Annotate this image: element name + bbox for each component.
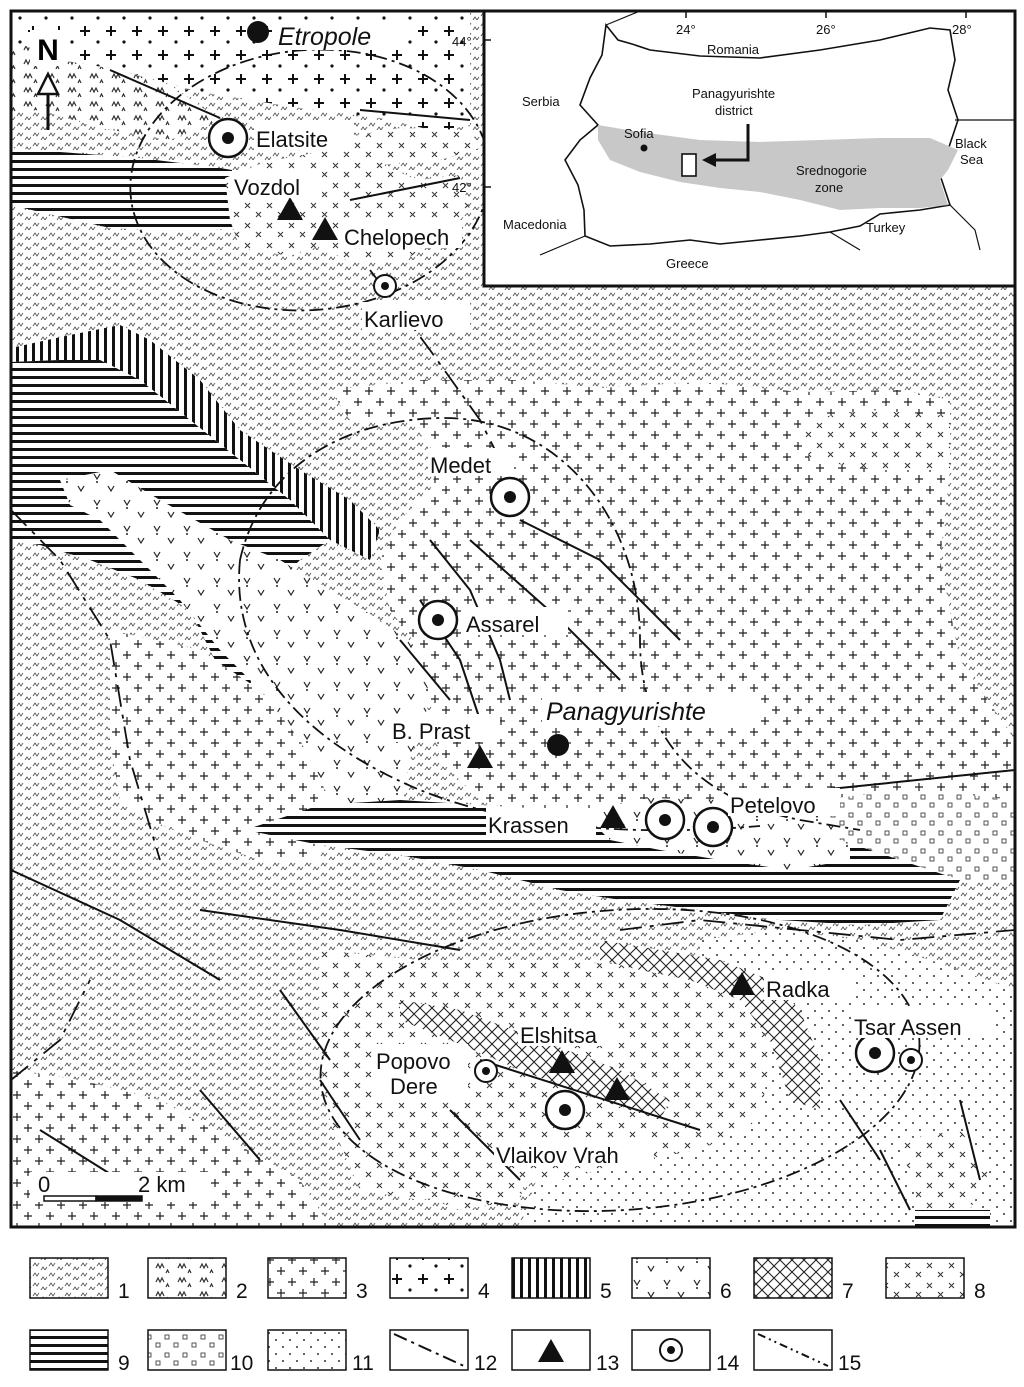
fault-lines bbox=[10, 69, 1016, 1211]
deposit-symbol-vlaikov-vrah bbox=[544, 1089, 586, 1131]
inset-serbia: Serbia bbox=[522, 94, 560, 109]
legend-label-8: 8 bbox=[974, 1280, 986, 1303]
inset-district-box bbox=[681, 153, 697, 177]
label-karlievo: Karlievo bbox=[364, 307, 443, 332]
label-vlaikov-vrah: Vlaikov Vrah bbox=[496, 1143, 619, 1168]
legend-label-10: 10 bbox=[230, 1352, 253, 1375]
unit-3-southwest bbox=[110, 630, 330, 860]
city-marker-etropole bbox=[247, 21, 269, 43]
inset-district-line2: district bbox=[715, 103, 753, 118]
inset-lon-24: 24° bbox=[676, 22, 696, 37]
legend-swatch-9 bbox=[29, 1329, 109, 1371]
legend-swatch-2 bbox=[147, 1257, 227, 1299]
legend-swatch-11 bbox=[267, 1329, 347, 1371]
legend: 1 2 3 4 5 6 7 8 9 10 11 12 13 14 15 bbox=[29, 1257, 986, 1375]
legend-swatch-8 bbox=[885, 1257, 965, 1299]
inset-district-line1: Panagyurishte bbox=[692, 86, 775, 101]
inset-macedonia: Macedonia bbox=[503, 217, 567, 232]
unit-8-north-strip bbox=[330, 128, 480, 165]
legend-label-15: 15 bbox=[838, 1352, 861, 1375]
unit-10-east bbox=[820, 790, 1015, 880]
legend-swatch-15 bbox=[753, 1329, 833, 1371]
inset-sofia-marker bbox=[640, 144, 648, 152]
legend-label-13: 13 bbox=[596, 1352, 619, 1375]
city-label-etropole: Etropole bbox=[278, 23, 371, 51]
unit-7-elshitsa-dike bbox=[400, 1000, 670, 1120]
legend-label-7: 7 bbox=[842, 1280, 854, 1303]
inset-lon-28: 28° bbox=[952, 22, 972, 37]
unit-6-volcanic-body bbox=[60, 470, 430, 830]
inset-black-sea-line2: Sea bbox=[960, 152, 984, 167]
north-arrow: N bbox=[30, 30, 66, 130]
city-marker-panagyurishte bbox=[547, 734, 569, 756]
deposit-symbol-petelovo-1 bbox=[644, 799, 686, 841]
legend-label-2: 2 bbox=[236, 1280, 248, 1303]
label-elatsite: Elatsite bbox=[256, 127, 328, 152]
legend-label-14: 14 bbox=[716, 1352, 740, 1375]
legend-swatch-4 bbox=[389, 1257, 469, 1299]
deposit-labels: Elatsite Vozdol Chelopech Karlievo Medet… bbox=[232, 122, 994, 1168]
label-radka: Radka bbox=[766, 977, 830, 1002]
inset-sofia: Sofia bbox=[624, 126, 654, 141]
legend-label-9: 9 bbox=[118, 1352, 130, 1375]
inset-srednogorie-line1: Srednogorie bbox=[796, 163, 867, 178]
legend-label-11: 11 bbox=[352, 1352, 374, 1375]
label-popovo-line1: Popovo bbox=[376, 1049, 451, 1074]
deposit-symbol-assarel bbox=[417, 599, 459, 641]
inset-greece: Greece bbox=[666, 256, 709, 271]
label-vozdol: Vozdol bbox=[234, 175, 300, 200]
scale-bar-start: 0 bbox=[38, 1172, 50, 1197]
label-elshitsa: Elshitsa bbox=[520, 1023, 598, 1048]
inset-turkey: Turkey bbox=[866, 220, 906, 235]
label-chelopech: Chelopech bbox=[344, 225, 449, 250]
inset-black-sea-line1: Black bbox=[955, 136, 987, 151]
legend-label-12: 12 bbox=[474, 1352, 497, 1375]
scale-bar-end: 2 km bbox=[138, 1172, 186, 1197]
label-medet: Medet bbox=[430, 453, 491, 478]
inset-map: 24° 26° 28° 44° 42° Romania Serbia Sofia… bbox=[452, 9, 1017, 288]
legend-swatch-7 bbox=[753, 1257, 833, 1299]
legend-swatch-6 bbox=[631, 1257, 711, 1299]
inset-srednogorie-line2: zone bbox=[815, 180, 843, 195]
label-krassen: Krassen bbox=[488, 813, 569, 838]
legend-swatch-1 bbox=[29, 1257, 109, 1299]
inset-romania: Romania bbox=[707, 42, 760, 57]
unit-5-band bbox=[11, 325, 380, 560]
deposit-symbol-petelovo-2 bbox=[692, 806, 734, 848]
legend-label-4: 4 bbox=[478, 1280, 490, 1303]
city-label-panagyurishte: Panagyurishte bbox=[546, 698, 706, 726]
unit-8-southeast bbox=[900, 1130, 990, 1212]
deposit-symbol-tsar-assen-small bbox=[899, 1048, 923, 1072]
inset-lat-44: 44° bbox=[452, 34, 472, 49]
unit-9-vozdol-band bbox=[11, 148, 300, 232]
inset-lat-42: 42° bbox=[452, 180, 472, 195]
legend-label-1: 1 bbox=[118, 1280, 130, 1303]
deposit-symbol-elatsite bbox=[207, 117, 249, 159]
label-popovo-line2: Dere bbox=[390, 1074, 438, 1099]
legend-label-5: 5 bbox=[600, 1280, 612, 1303]
north-label: N bbox=[37, 34, 59, 67]
label-b-prast: B. Prast bbox=[392, 719, 470, 744]
scale-bar: 0 2 km bbox=[30, 1172, 210, 1202]
label-tsar-assen: Tsar Assen bbox=[854, 1015, 962, 1040]
legend-swatch-5 bbox=[511, 1257, 591, 1299]
deposit-symbol-medet bbox=[489, 476, 531, 518]
legend-swatch-10 bbox=[147, 1329, 227, 1371]
unit-8-east-lens bbox=[800, 410, 950, 470]
inset-ticks bbox=[484, 11, 967, 188]
inset-lon-26: 26° bbox=[816, 22, 836, 37]
deposit-symbol-karlievo bbox=[373, 274, 397, 298]
inset-srednogorie-zone bbox=[598, 125, 958, 210]
label-assarel: Assarel bbox=[466, 612, 539, 637]
legend-swatch-3 bbox=[267, 1257, 347, 1299]
deposit-symbol-popovo-dere bbox=[474, 1059, 498, 1083]
label-petelovo: Petelovo bbox=[730, 793, 816, 818]
legend-label-6: 6 bbox=[720, 1280, 732, 1303]
legend-label-3: 3 bbox=[356, 1280, 368, 1303]
unit-9-southeast-corner bbox=[915, 1210, 990, 1227]
inset-district-arrow bbox=[712, 124, 750, 162]
